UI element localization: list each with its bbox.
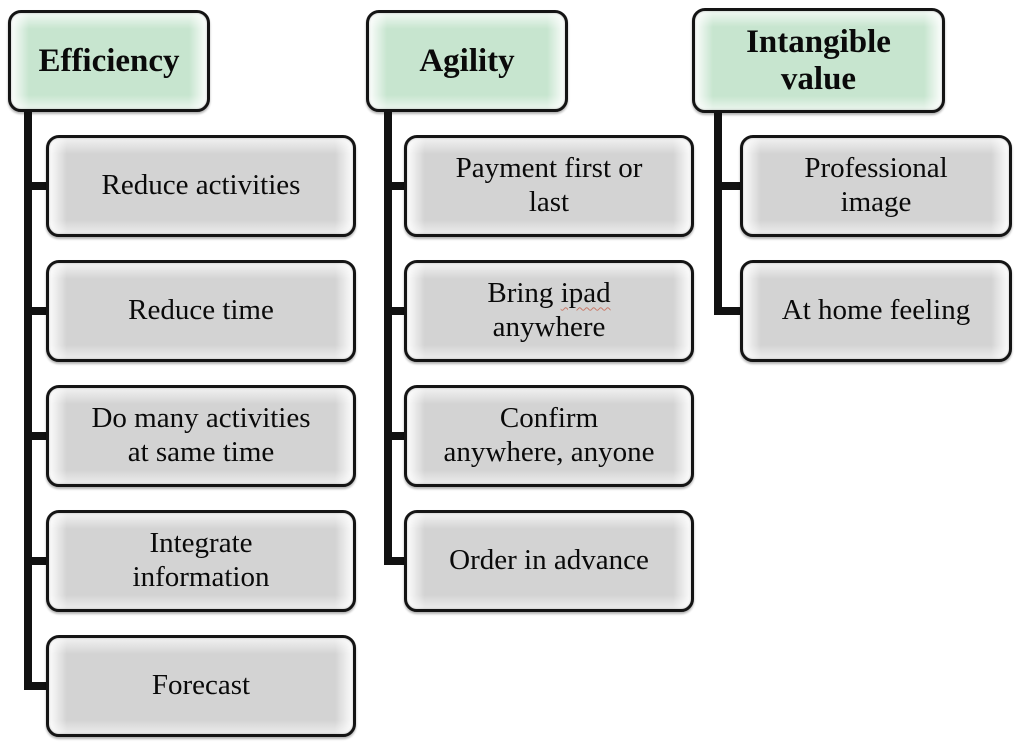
node-label: Reduce time (128, 294, 274, 327)
node-label: Reduce activities (101, 169, 301, 202)
node-professional-image: Professional image (740, 135, 1012, 237)
node-label: Forecast (151, 669, 251, 702)
category-header-label: Agility (419, 42, 515, 79)
connector-stub (714, 307, 742, 315)
node-label: Confirm anywhere, anyone (443, 402, 655, 468)
connector-stub (384, 432, 406, 440)
connector-stub (714, 182, 742, 190)
connector-vline-efficiency (24, 112, 32, 690)
node-payment-first-or-last: Payment first or last (404, 135, 694, 237)
node-label: Do many activities at same time (91, 402, 311, 468)
node-label: At home feeling (781, 294, 971, 327)
connector-stub (24, 307, 48, 315)
node-order-in-advance: Order in advance (404, 510, 694, 612)
category-header-agility: Agility (366, 10, 568, 112)
connector-vline-intangible-value (714, 113, 722, 315)
node-bring-ipad-anywhere: Bring ipad anywhere (404, 260, 694, 362)
connector-stub (384, 182, 406, 190)
node-do-many-activities: Do many activities at same time (46, 385, 356, 487)
node-at-home-feeling: At home feeling (740, 260, 1012, 362)
node-label: Professional image (804, 152, 948, 218)
node-reduce-activities: Reduce activities (46, 135, 356, 237)
category-header-label: Intangible value (746, 23, 891, 97)
connector-stub (24, 557, 48, 565)
node-forecast: Forecast (46, 635, 356, 737)
node-label: Bring ipad anywhere (487, 277, 611, 343)
category-header-label: Efficiency (38, 42, 180, 79)
category-header-efficiency: Efficiency (8, 10, 210, 112)
node-label: Order in advance (449, 544, 649, 577)
node-label: Integrate information (132, 527, 270, 593)
connector-stub (24, 682, 48, 690)
connector-stub (24, 432, 48, 440)
category-header-intangible-value: Intangible value (692, 8, 945, 113)
node-integrate-information: Integrate information (46, 510, 356, 612)
connector-stub (384, 557, 406, 565)
connector-vline-agility (384, 112, 392, 565)
node-label: Payment first or last (455, 152, 643, 218)
node-reduce-time: Reduce time (46, 260, 356, 362)
connector-stub (384, 307, 406, 315)
connector-stub (24, 182, 48, 190)
node-confirm-anywhere-anyone: Confirm anywhere, anyone (404, 385, 694, 487)
